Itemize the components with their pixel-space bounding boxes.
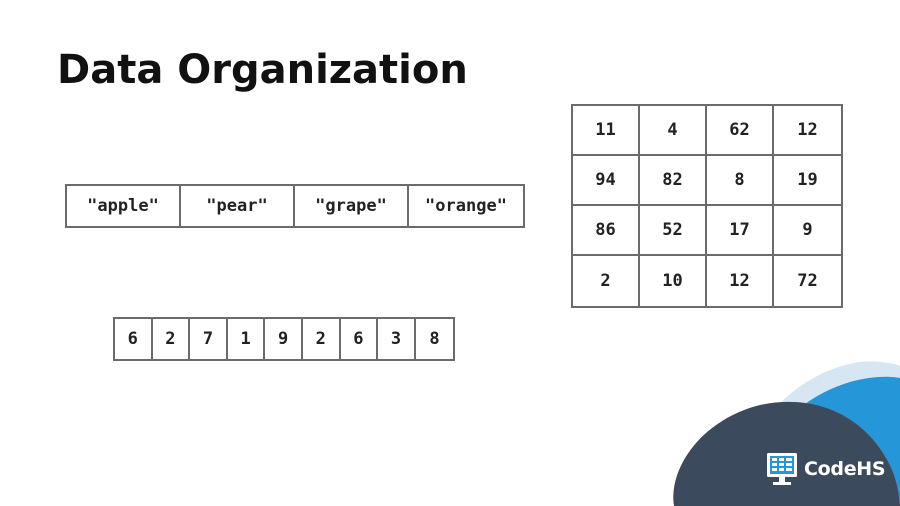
grid-cell: 12: [774, 106, 841, 156]
grid-cell: 10: [640, 256, 707, 306]
string-array: "apple" "pear" "grape" "orange": [65, 184, 525, 228]
number-grid: 11 4 62 12 94 82 8 19 86 52 17 9 2 10 12…: [571, 104, 843, 308]
array-cell: "orange": [425, 196, 507, 216]
grid-cell: 19: [774, 156, 841, 206]
grid-cell: 4: [640, 106, 707, 156]
brand-name: CodeHS: [804, 458, 886, 480]
computer-monitor-icon: [767, 453, 797, 485]
array-cell: 2: [303, 319, 341, 359]
array-cell: 9: [265, 319, 303, 359]
grid-cell: 86: [573, 206, 640, 256]
array-cell: 3: [378, 319, 416, 359]
page-title: Data Organization: [57, 47, 468, 93]
grid-cell: 62: [707, 106, 774, 156]
grid-cell: 11: [573, 106, 640, 156]
grid-cell: 72: [797, 271, 818, 291]
array-cell: "pear": [181, 186, 295, 226]
grid-cell: 52: [640, 206, 707, 256]
array-cell: "apple": [67, 186, 181, 226]
array-cell: "grape": [295, 186, 409, 226]
codehs-logo: CodeHS: [766, 452, 886, 486]
array-cell: 6: [115, 319, 153, 359]
array-cell: 2: [153, 319, 191, 359]
array-cell: 6: [341, 319, 379, 359]
number-array: 6 2 7 1 9 2 6 3 8: [113, 317, 456, 361]
grid-cell: 17: [707, 206, 774, 256]
grid-cell: 82: [640, 156, 707, 206]
grid-cell: 12: [707, 256, 774, 306]
array-cell: 1: [228, 319, 266, 359]
grid-cell: 9: [774, 206, 841, 256]
grid-cell: 8: [707, 156, 774, 206]
decor-shape-blue: [742, 376, 900, 506]
decor-shape-sky: [878, 399, 900, 450]
array-cell: 8: [429, 329, 440, 349]
array-cell: 7: [190, 319, 228, 359]
grid-cell: 94: [573, 156, 640, 206]
grid-cell: 2: [573, 256, 640, 306]
